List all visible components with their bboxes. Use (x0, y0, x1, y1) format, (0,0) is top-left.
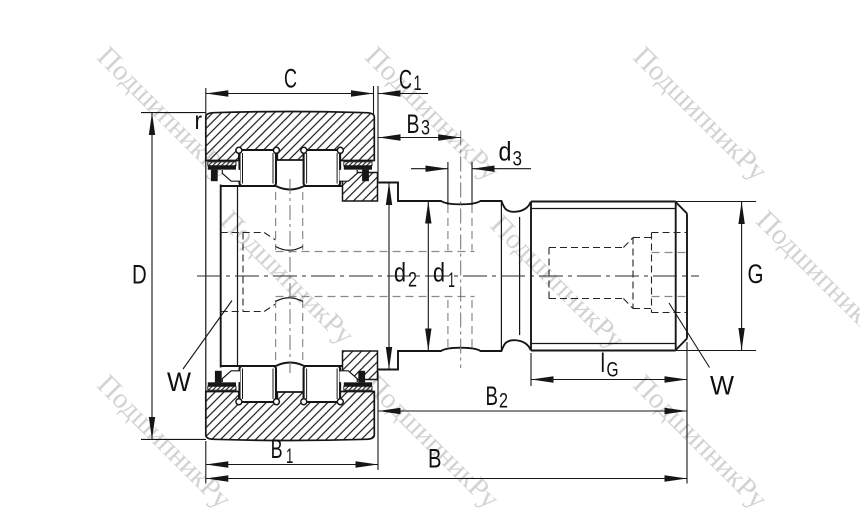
svg-text:B: B (271, 434, 283, 464)
svg-text:d: d (433, 258, 445, 288)
svg-text:d: d (499, 137, 512, 167)
svg-text:D: D (132, 260, 147, 290)
svg-text:d: d (394, 258, 406, 288)
svg-text:W: W (167, 367, 191, 397)
svg-text:l: l (601, 348, 606, 378)
svg-text:ПодшипникРу: ПодшипникРу (627, 41, 773, 187)
svg-text:B: B (428, 444, 442, 474)
svg-text:ПодшипникРу: ПодшипникРу (484, 210, 630, 356)
svg-text:1: 1 (286, 445, 293, 468)
svg-text:G: G (748, 259, 764, 289)
svg-text:B: B (486, 381, 499, 411)
svg-text:1: 1 (414, 72, 422, 95)
svg-text:W: W (710, 371, 734, 401)
svg-text:r: r (195, 107, 203, 135)
svg-text:ПодшипникРу: ПодшипникРу (214, 205, 360, 351)
svg-text:1: 1 (448, 269, 455, 292)
svg-text:3: 3 (421, 117, 430, 140)
svg-text:G: G (607, 359, 619, 382)
svg-text:ПодшипникРу: ПодшипникРу (750, 205, 860, 351)
svg-text:C: C (399, 65, 412, 95)
svg-text:2: 2 (408, 269, 417, 292)
svg-text:C: C (284, 64, 297, 94)
svg-text:3: 3 (513, 148, 523, 171)
svg-text:ПодшипникРу: ПодшипникРу (359, 369, 505, 515)
svg-text:2: 2 (499, 390, 508, 413)
svg-text:ПодшипникРу: ПодшипникРу (359, 41, 505, 187)
svg-text:ПодшипникРу: ПодшипникРу (627, 369, 773, 515)
svg-text:B: B (407, 109, 420, 139)
